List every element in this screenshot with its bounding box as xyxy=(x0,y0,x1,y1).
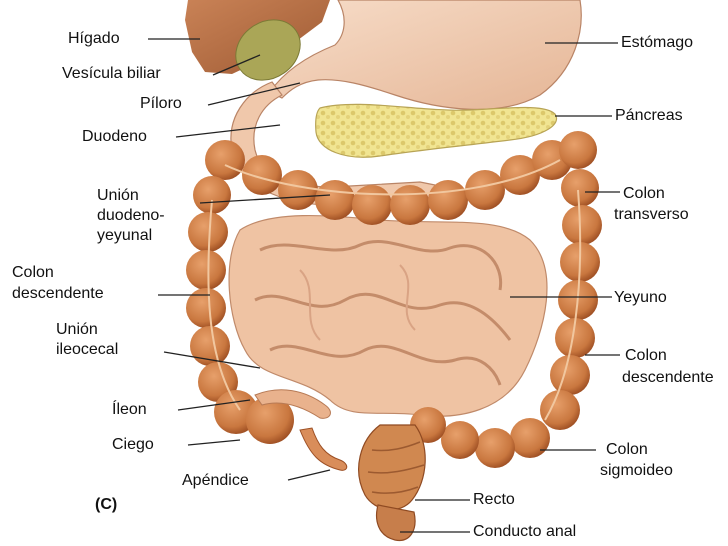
appendix-shape xyxy=(299,427,348,471)
label-higado: Hígado xyxy=(68,30,120,47)
label-pancreas: Páncreas xyxy=(615,107,683,124)
label-ileon: Íleon xyxy=(112,401,147,418)
leader-lines xyxy=(148,38,620,533)
label-yeyuno: Yeyuno xyxy=(614,289,667,306)
stomach-shape xyxy=(269,0,582,110)
large-intestine-shape xyxy=(186,131,602,468)
label-piloro: Píloro xyxy=(140,95,182,112)
gallbladder-shape xyxy=(235,19,301,81)
label-colon-descendente-left-1: Colon xyxy=(12,264,54,281)
label-union-duodeno-yeyunal-1: Unión xyxy=(97,187,139,204)
label-recto: Recto xyxy=(473,491,515,508)
label-apendice: Apéndice xyxy=(182,472,249,489)
label-colon-transverso-1: Colon xyxy=(623,185,665,202)
label-conducto-anal: Conducto anal xyxy=(473,523,577,540)
label-colon-descendente-right-2: descendente xyxy=(622,369,714,386)
label-union-duodeno-yeyunal-2: duodeno- xyxy=(97,207,165,224)
label-colon-sigmoideo-2: sigmoideo xyxy=(600,462,673,479)
label-colon-sigmoideo-1: Colon xyxy=(606,441,648,458)
small-intestine-shape xyxy=(228,214,548,417)
label-estomago: Estómago xyxy=(621,34,694,51)
pancreas-shape xyxy=(315,103,558,158)
label-colon-descendente-right-1: Colon xyxy=(625,347,667,364)
label-colon-transverso-2: transverso xyxy=(614,206,689,223)
label-union-duodeno-yeyunal-3: yeyunal xyxy=(97,227,153,244)
anal-canal-shape xyxy=(375,504,416,541)
label-colon-descendente-left-2: descendente xyxy=(12,285,104,302)
label-union-ileocecal-1: Unión xyxy=(56,321,98,338)
label-duodeno: Duodeno xyxy=(82,128,147,145)
figure-letter: (C) xyxy=(95,496,118,513)
ileum-shape xyxy=(254,389,331,419)
label-vesicula-biliar: Vesícula biliar xyxy=(62,65,161,82)
label-ciego: Ciego xyxy=(112,436,154,453)
label-union-ileocecal-2: ileocecal xyxy=(56,341,119,358)
